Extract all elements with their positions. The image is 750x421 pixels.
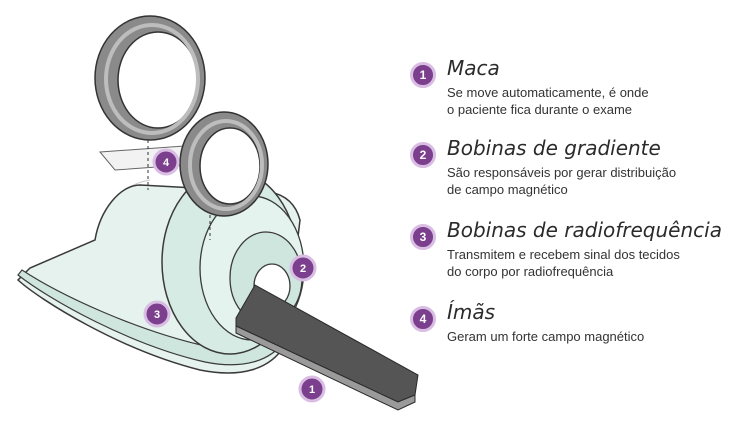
legend-number-badge: 1 (410, 62, 436, 88)
magnet-ring-small (179, 111, 269, 217)
legend-description: Transmitem e recebem sinal dos tecidos d… (447, 247, 680, 279)
legend-number-badge: 3 (410, 224, 436, 250)
badge-rf: 3 (143, 300, 171, 328)
legend-title: Maca (447, 56, 500, 80)
legend-description: Se move automaticamente, é onde o pacien… (447, 85, 649, 117)
badge-magnet: 4 (152, 148, 180, 176)
svg-text:3: 3 (154, 309, 160, 321)
legend-title: Bobinas de gradiente (447, 136, 661, 160)
legend-number-badge: 2 (410, 142, 436, 168)
patient-table-edge (235, 325, 416, 411)
legend-description: São responsáveis por gerar distribuição … (447, 165, 677, 197)
magnet-ring-large (94, 15, 206, 141)
guide-lines (147, 140, 211, 240)
svg-text:4: 4 (163, 157, 170, 169)
legend-description: Geram um forte campo magnético (447, 329, 645, 344)
legend-title: Bobinas de radiofrequência (447, 218, 722, 242)
badge-gradient: 2 (289, 254, 317, 282)
svg-text:2: 2 (300, 263, 306, 275)
badge-table: 1 (298, 375, 326, 403)
legend-title: Ímãs (447, 300, 496, 324)
legend-number-badge: 4 (410, 306, 436, 332)
svg-text:1: 1 (309, 384, 315, 396)
